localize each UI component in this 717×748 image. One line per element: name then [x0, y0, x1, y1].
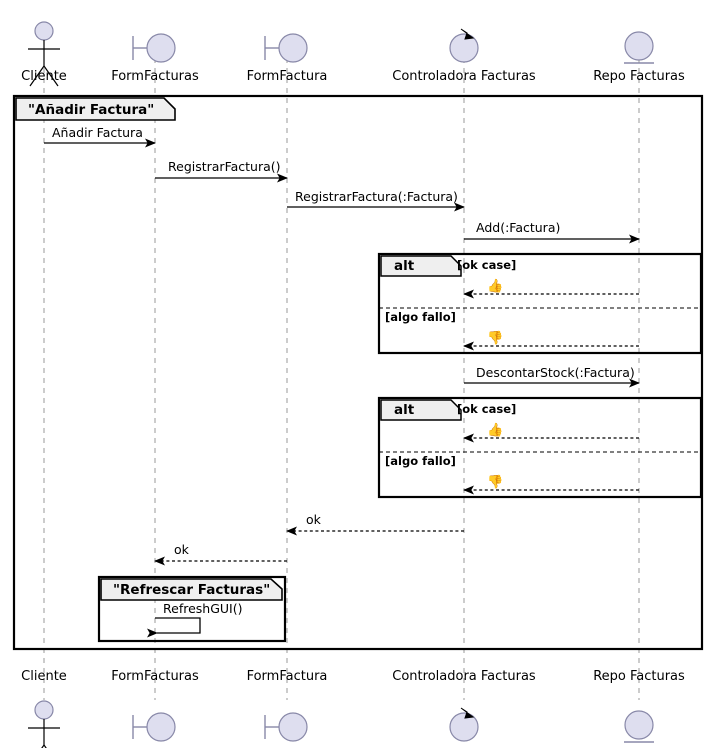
alt-block-alt-add: alt [ok case] [algo fallo]: [377, 252, 703, 355]
alt-border-alt-add: [377, 252, 703, 355]
message-m8: 👍: [463, 422, 639, 443]
lifeline-label-bottom-repo: Repo Facturas: [593, 669, 685, 684]
lifeline-label-formfacturas: FormFacturas: [111, 69, 199, 84]
actor-leg-left-icon: [29, 65, 45, 87]
message-m1: Añadir Factura: [44, 125, 156, 148]
frames-layer: "Añadir Factura" "Refrescar Facturas": [12, 94, 704, 651]
alt-blocks-layer: alt [ok case] [algo fallo] alt [ok case] [alg…: [377, 252, 703, 499]
entity-circle-icon: [624, 31, 654, 61]
boundary-circle-icon: [278, 712, 308, 742]
alt-tab-alt-add: [380, 255, 462, 277]
message-label-m1: Añadir Factura: [52, 125, 143, 140]
alt-guard-alt-add-1: [algo fallo]: [385, 310, 456, 324]
boundary-icon: [132, 33, 176, 63]
actor-leg-right-icon: [43, 65, 59, 87]
alt-keyword-alt-stock: alt: [394, 402, 415, 418]
lifeline-label-bottom-controladora: Controladora Facturas: [392, 669, 536, 684]
lifeline-label-controladora: Controladora Facturas: [392, 69, 536, 84]
frame-title-refrescar-facturas: "Refrescar Facturas": [113, 582, 270, 598]
entity-icon: [624, 31, 654, 64]
control-icon: [449, 707, 479, 742]
message-label-m5: 👍: [487, 278, 503, 294]
message-label-m7: DescontarStock(:Factura): [476, 365, 635, 380]
lifeline-heads-layer: ClienteClienteFormFacturasFormFacturasFo…: [21, 21, 685, 748]
control-circle-icon: [449, 712, 479, 742]
boundary-icon: [264, 712, 308, 742]
message-label-m2: RegistrarFactura(): [168, 159, 281, 174]
boundary-circle-icon: [146, 33, 176, 63]
lifeline-label-repo: Repo Facturas: [593, 69, 685, 84]
alt-border-alt-stock: [377, 396, 703, 499]
self-message-path-m12: [147, 617, 201, 638]
actor-icon: [28, 700, 60, 748]
boundary-circle-icon: [146, 712, 176, 742]
control-arrow-icon: [460, 28, 475, 40]
message-m6: 👎: [463, 330, 639, 351]
message-m10: ok: [286, 512, 464, 536]
alt-keyword-alt-add: alt: [394, 258, 415, 274]
alt-tab-alt-stock: [380, 399, 462, 421]
actor-icon: [28, 21, 60, 87]
lifeline-label-bottom-formfactura: FormFactura: [247, 669, 328, 684]
message-label-m6: 👎: [487, 330, 503, 346]
message-m3: RegistrarFactura(:Factura): [287, 189, 465, 212]
actor-head-icon: [34, 700, 54, 720]
frame-tab-refrescar-facturas: [100, 578, 283, 601]
boundary-icon: [264, 33, 308, 63]
message-m7: DescontarStock(:Factura): [464, 365, 640, 388]
frame-tab-anadir-factura: [15, 97, 176, 121]
self-message-m12: RefreshGUI(): [147, 601, 242, 638]
self-message-label-m12: RefreshGUI(): [163, 601, 242, 616]
message-m4: Add(:Factura): [464, 220, 640, 244]
alt-guard-alt-stock-0: [ok case]: [457, 402, 516, 416]
boundary-icon: [132, 712, 176, 742]
message-label-m3: RegistrarFactura(:Factura): [295, 189, 458, 204]
message-label-m4: Add(:Factura): [476, 220, 560, 235]
entity-circle-icon: [624, 710, 654, 740]
control-icon: [449, 28, 479, 63]
frame-border-anadir-factura: [12, 94, 704, 651]
lifeline-label-formfactura: FormFactura: [247, 69, 328, 84]
frame-title-anadir-factura: "Añadir Factura": [28, 102, 154, 118]
message-m5: 👍: [463, 278, 639, 299]
message-m2: RegistrarFactura(): [155, 159, 288, 183]
message-m11: ok: [154, 542, 287, 566]
message-label-m11: ok: [174, 542, 190, 557]
control-arrow-icon: [460, 707, 475, 719]
message-m9: 👎: [463, 474, 639, 495]
frame-refrescar-facturas: "Refrescar Facturas": [97, 575, 287, 643]
message-label-m8: 👍: [487, 422, 503, 438]
frame-border-refrescar-facturas: [97, 575, 287, 643]
boundary-circle-icon: [278, 33, 308, 63]
message-label-m9: 👎: [487, 474, 503, 490]
lifeline-label-bottom-cliente: Cliente: [21, 669, 67, 684]
entity-icon: [624, 710, 654, 743]
lifeline-label-bottom-formfacturas: FormFacturas: [111, 669, 199, 684]
alt-guard-alt-add-0: [ok case]: [457, 258, 516, 272]
alt-guard-alt-stock-1: [algo fallo]: [385, 454, 456, 468]
frame-anadir-factura: "Añadir Factura": [12, 94, 704, 651]
alt-block-alt-stock: alt [ok case] [algo fallo]: [377, 396, 703, 499]
actor-head-icon: [34, 21, 54, 41]
message-label-m10: ok: [306, 512, 322, 527]
lifeline-label-cliente: Cliente: [21, 69, 67, 84]
control-circle-icon: [449, 33, 479, 63]
